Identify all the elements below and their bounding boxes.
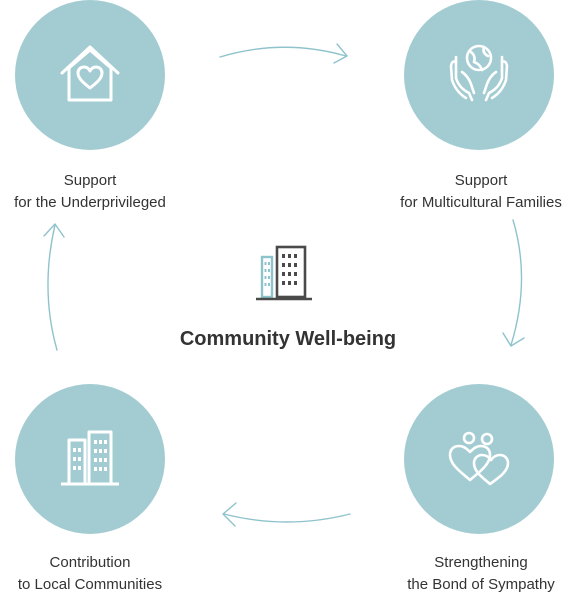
- label-line-2: the Bond of Sympathy: [407, 576, 555, 593]
- building-icon: [61, 430, 119, 486]
- label-line-2: for Multicultural Families: [400, 194, 562, 211]
- label-line-1: Support: [63, 172, 117, 189]
- two-hearts-people-icon: [448, 431, 510, 486]
- arrow-bottom: [223, 513, 351, 523]
- arrow-left-head: [43, 223, 65, 238]
- label-line-1: Contribution: [49, 554, 131, 571]
- node-circle-sympathy: [404, 384, 554, 534]
- node-label-multicultural: Support for Multicultural Families: [371, 170, 576, 214]
- arrow-right: [510, 219, 523, 346]
- label-line-1: Support: [454, 172, 508, 189]
- arrow-left: [47, 224, 58, 351]
- house-heart-icon: [60, 45, 120, 102]
- label-line-2: for the Underprivileged: [14, 194, 166, 211]
- center-title: Community Well-being: [179, 328, 397, 350]
- node-label-sympathy: Strengthening the Bond of Sympathy: [371, 552, 576, 596]
- label-line-2: to Local Communities: [17, 576, 163, 593]
- node-circle-local-communities: [15, 384, 165, 534]
- arrow-right-head: [502, 332, 525, 347]
- hands-globe-icon: [449, 44, 509, 102]
- node-circle-multicultural: [404, 0, 554, 150]
- arrow-top-head: [333, 43, 348, 64]
- label-line-1: Strengthening: [434, 554, 528, 571]
- node-label-local-communities: Contribution to Local Communities: [0, 552, 200, 596]
- node-label-underprivileged: Support for the Underprivileged: [0, 170, 200, 214]
- building-icon: [256, 245, 312, 301]
- arrow-top: [219, 46, 347, 58]
- arrow-bottom-head: [222, 502, 237, 527]
- node-circle-underprivileged: [15, 0, 165, 150]
